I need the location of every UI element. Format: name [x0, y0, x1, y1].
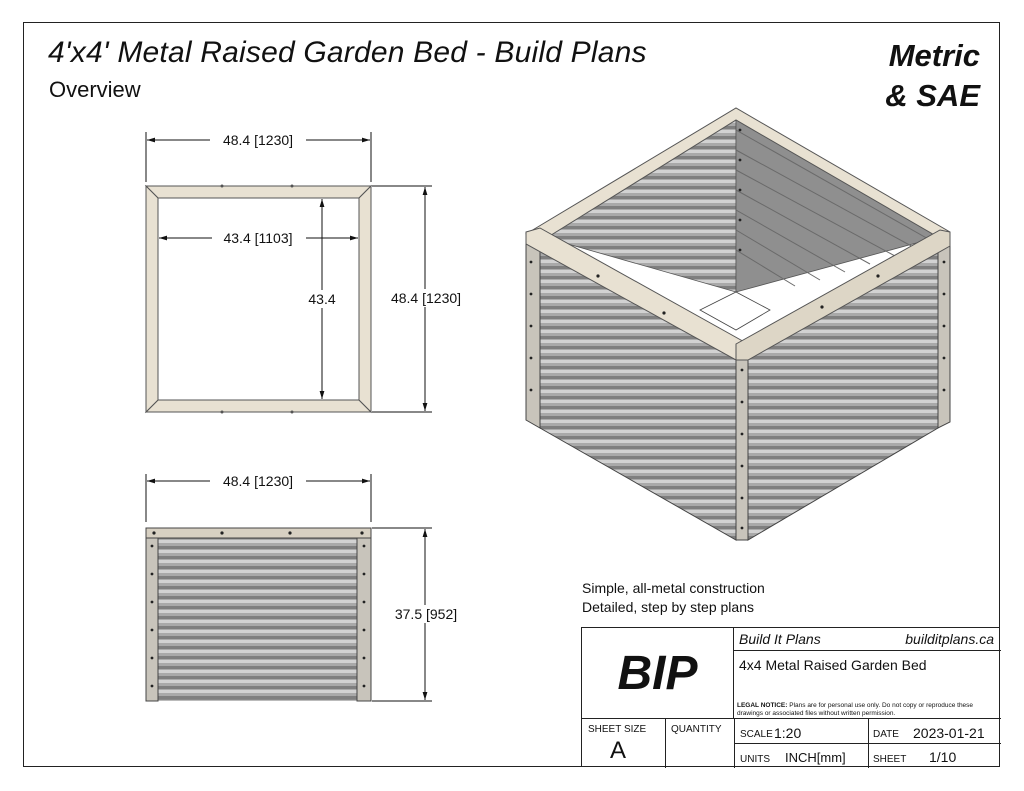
iso-bolts [529, 128, 946, 530]
scale-value: 1:20 [774, 725, 802, 741]
top-outer-width-label: 48.4 [1230] [223, 132, 293, 148]
corrugated-panel-front [157, 537, 358, 701]
legal-label: LEGAL NOTICE: [737, 702, 788, 709]
company-name: Build It Plans [739, 631, 821, 647]
front-top-rail [145, 527, 372, 539]
sheet-size-label: SHEET SIZE [588, 724, 647, 735]
legal-text: Plans are for personal use only. Do not … [737, 702, 974, 717]
top-inner-width-label: 43.4 [1103] [223, 230, 292, 246]
units-badge: Metric & SAE [885, 36, 980, 116]
feature-item: Simple, all-metal construction [582, 580, 765, 596]
iso-floor-opening [699, 291, 771, 331]
date-label: DATE [873, 729, 899, 740]
tb-divider [734, 650, 1001, 651]
units-line-1: Metric [888, 38, 980, 73]
front-left-post [145, 537, 159, 702]
quantity-label: QUANTITY [671, 724, 722, 735]
legal-notice: LEGAL NOTICE: Plans are for personal use… [737, 702, 999, 718]
front-view: 48.4 [1230] 37.5 [952] [145, 472, 466, 702]
frame-rail-bottom [144, 399, 373, 413]
iso-inner-ribs [735, 129, 931, 287]
top-inner-depth-label: 43.4 [308, 291, 335, 307]
tb-divider [582, 718, 1001, 719]
isometric-view [525, 107, 951, 541]
bip-logo: BIP [582, 628, 734, 718]
frame-rail-left [145, 184, 159, 414]
iso-post-front [735, 351, 749, 541]
page-subtitle: Overview [49, 77, 141, 102]
frame-rail-right [358, 184, 372, 414]
title-block: BIP Build It Plans builditplans.ca 4x4 M… [581, 627, 1001, 768]
iso-post-right [937, 239, 951, 429]
scale-label: SCALE [740, 729, 773, 740]
sheet-label: SHEET [873, 754, 907, 765]
frame-rail-top [144, 185, 373, 199]
sheet-size-value: A [610, 737, 627, 764]
project-name: 4x4 Metal Raised Garden Bed [739, 657, 927, 673]
top-outer-depth-label: 48.4 [1230] [391, 290, 461, 306]
company-website: builditplans.ca [905, 631, 994, 647]
sheet-border [23, 22, 1000, 767]
sheet-number: 1/10 [929, 749, 957, 765]
units-line-2: & SAE [885, 78, 980, 113]
front-right-post [356, 537, 372, 702]
feature-item: Detailed, step by step plans [582, 599, 754, 615]
units-label: UNITS [740, 754, 770, 765]
tb-divider [734, 743, 1001, 744]
tb-divider [665, 718, 666, 768]
front-height-label: 37.5 [952] [395, 606, 457, 622]
iso-top-frame-right [735, 229, 951, 361]
units-value: INCH[mm] [785, 750, 846, 765]
date-value: 2023-01-21 [913, 725, 985, 741]
feature-list: Simple, all-metal construction Detailed,… [582, 579, 765, 617]
iso-post-left [525, 233, 541, 429]
front-width-label: 48.4 [1230] [223, 473, 293, 489]
top-view: 48.4 [1230] 43.4 [1103] 43.4 48.4 [144, 131, 470, 414]
page-title: 4'x4' Metal Raised Garden Bed - Build Pl… [48, 36, 647, 69]
